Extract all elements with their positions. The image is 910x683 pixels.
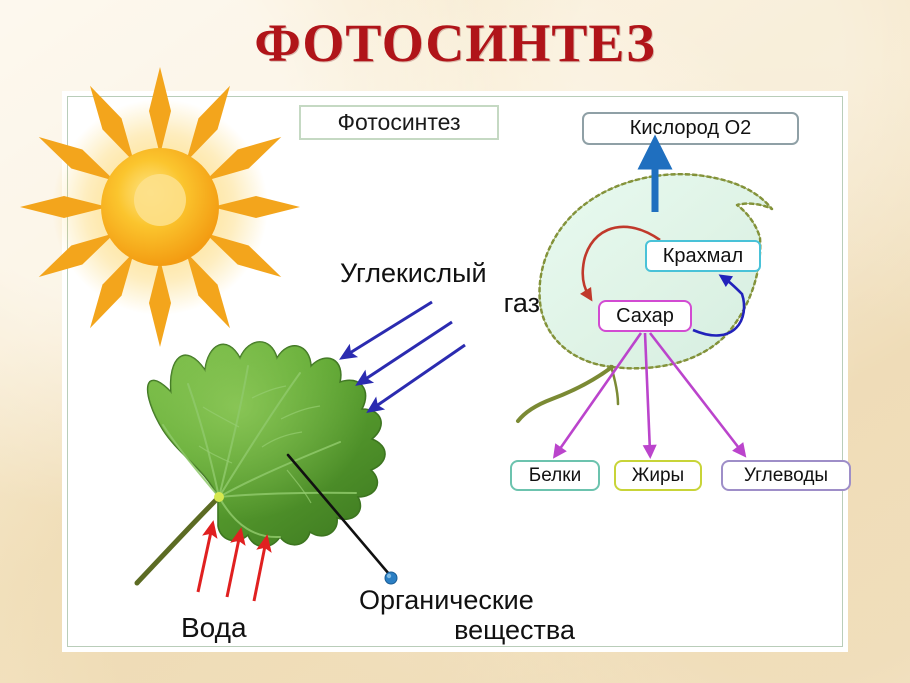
box-starch: Крахмал (645, 240, 761, 272)
label-carbon-dioxide-line1: Углекислый (340, 258, 487, 288)
header-chip-photosynthesis: Фотосинтез (299, 105, 499, 140)
label-organic-substances-line1: Органические (359, 585, 534, 615)
box-fats: Жиры (614, 460, 702, 491)
label-organic-substances-line2: вещества (454, 615, 575, 646)
page-title: ФОТОСИНТЕЗ (254, 13, 656, 73)
box-sugar: Сахар (598, 300, 692, 332)
label-organic-substances: Органические вещества (359, 585, 575, 645)
box-oxygen: Кислород О2 (582, 112, 799, 145)
label-water: Вода (181, 612, 247, 643)
label-carbon-dioxide-line2: газ (503, 288, 540, 319)
label-carbon-dioxide: Углекислый газ (340, 258, 540, 318)
box-proteins: Белки (510, 460, 600, 491)
box-carbs: Углеводы (721, 460, 851, 491)
content-panel (62, 91, 848, 652)
